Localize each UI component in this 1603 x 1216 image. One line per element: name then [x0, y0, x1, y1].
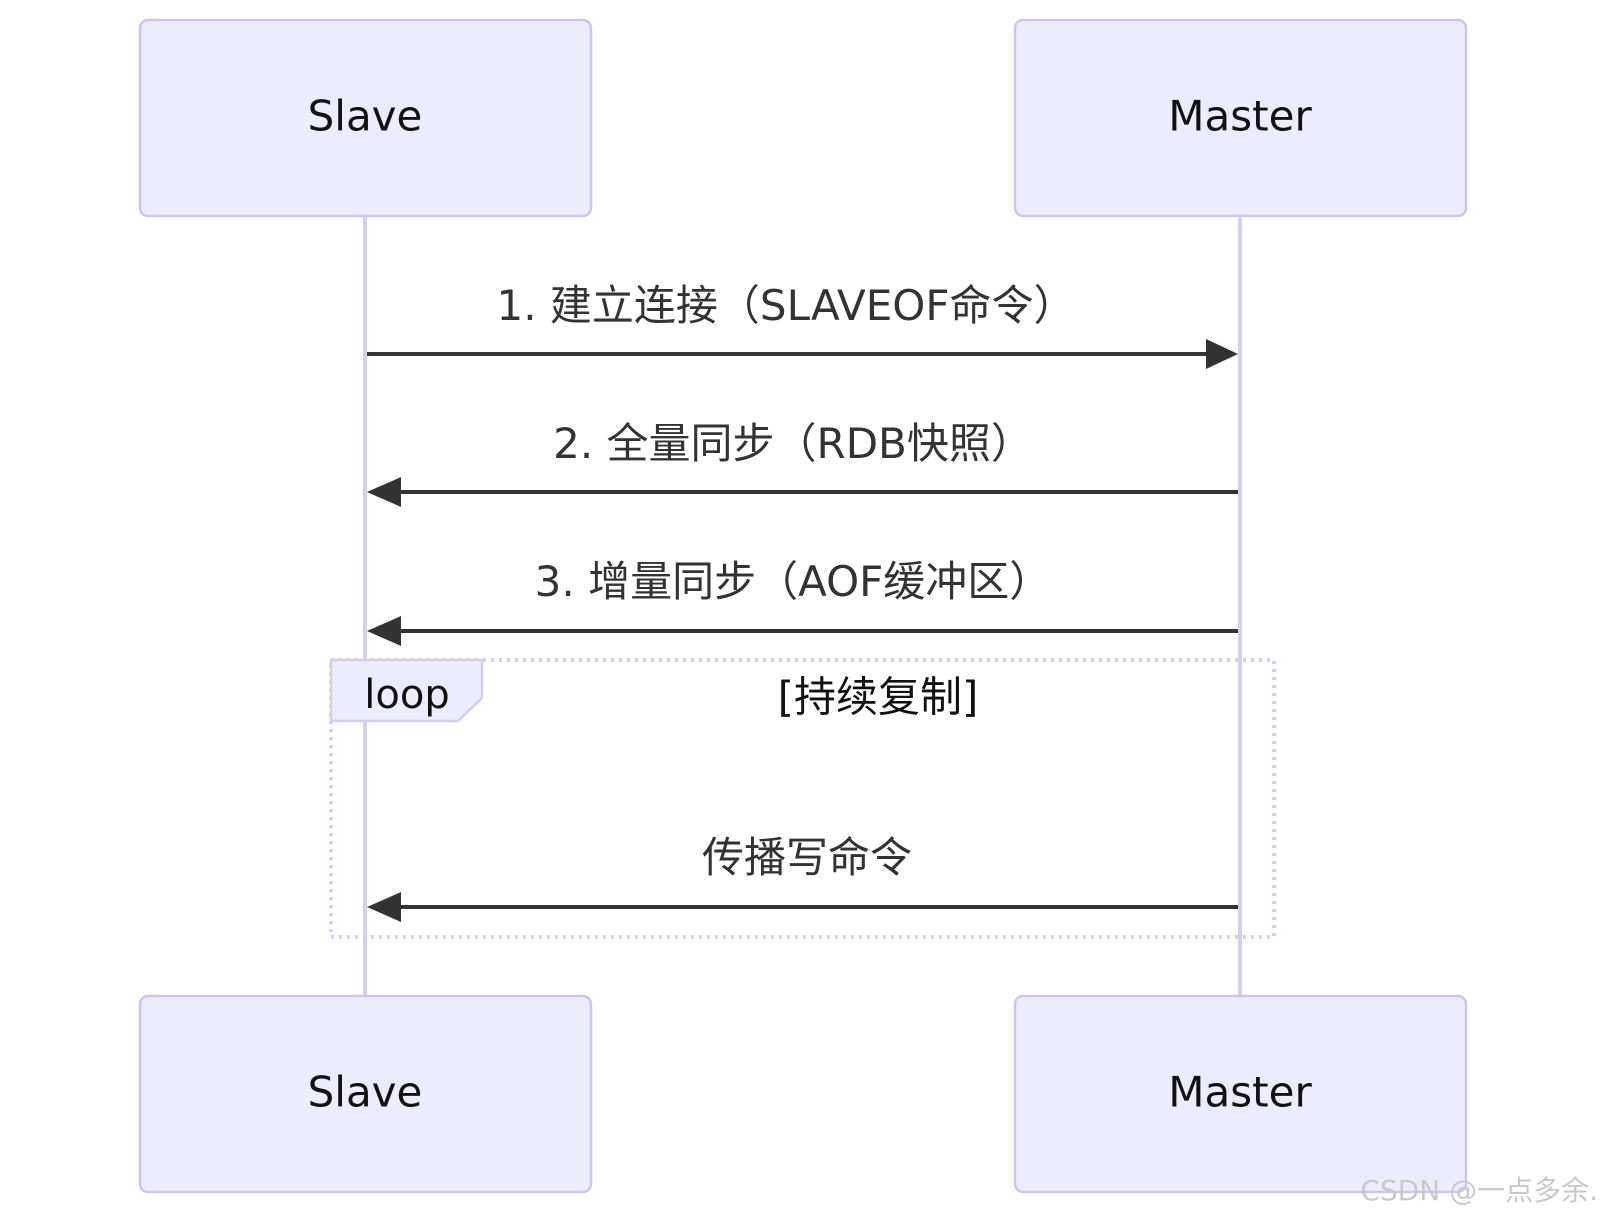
- message-label: 传播写命令: [702, 833, 912, 882]
- loop-block: loop [持续复制]: [329, 658, 1276, 939]
- watermark: CSDN @一点多余.: [1360, 1174, 1598, 1207]
- arrowhead: [367, 892, 401, 922]
- message-label: 1. 建立连接（SLAVEOF命令）: [497, 281, 1076, 330]
- arrowhead: [1206, 339, 1238, 369]
- message-label: 2. 全量同步（RDB快照）: [553, 419, 1033, 468]
- loop-tag: [329, 658, 484, 723]
- message-3: 3. 增量同步（AOF缓冲区）: [367, 557, 1238, 646]
- actor-box: [1013, 18, 1468, 218]
- arrowhead: [367, 616, 401, 646]
- participant-master-top[interactable]: Master: [1013, 18, 1468, 218]
- participant-slave-top[interactable]: Slave: [138, 18, 593, 218]
- loop-condition: [持续复制]: [778, 673, 979, 722]
- loop-tag-label: loop: [364, 672, 449, 718]
- actor-box: [1013, 994, 1468, 1194]
- actor-label: Slave: [308, 92, 423, 141]
- actor-label: Master: [1168, 92, 1312, 141]
- arrowhead: [367, 477, 401, 507]
- message-2: 2. 全量同步（RDB快照）: [367, 419, 1238, 507]
- actor-box: [138, 994, 593, 1194]
- message-1: 1. 建立连接（SLAVEOF命令）: [367, 281, 1238, 369]
- participant-master-bottom[interactable]: Master: [1013, 994, 1468, 1194]
- message-loop: 传播写命令: [367, 833, 1238, 922]
- actor-box: [138, 18, 593, 218]
- actor-label: Slave: [308, 1068, 423, 1117]
- message-label: 3. 增量同步（AOF缓冲区）: [535, 557, 1052, 606]
- loop-frame: [329, 658, 1276, 939]
- participant-slave-bottom[interactable]: Slave: [138, 994, 593, 1194]
- actor-label: Master: [1168, 1068, 1312, 1117]
